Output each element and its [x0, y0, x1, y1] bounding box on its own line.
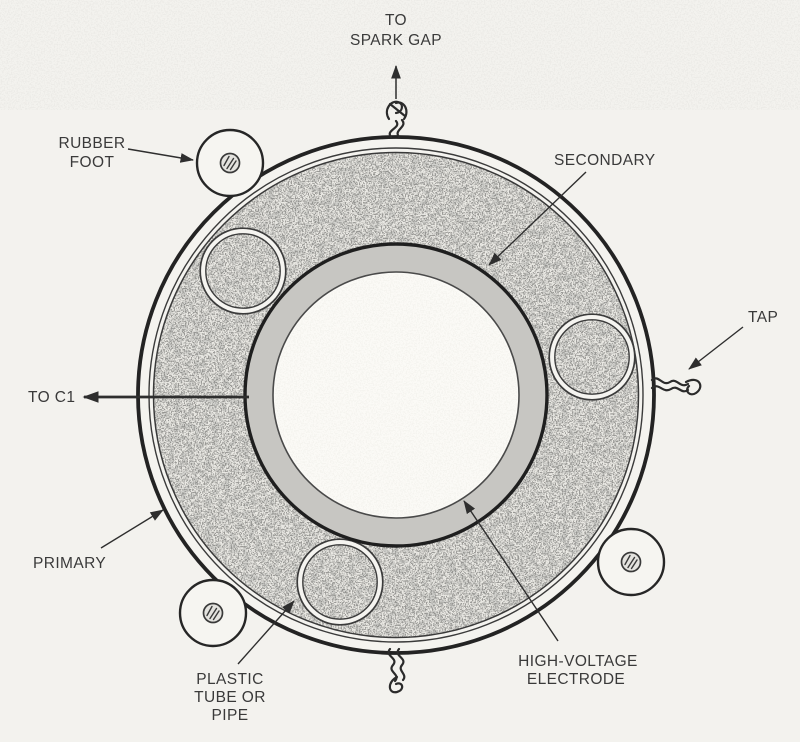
label-rubber-foot-line1: RUBBER [59, 135, 126, 152]
label-tap: TAP [748, 309, 778, 326]
inner-opening-grain [275, 274, 517, 516]
label-to-spark-gap-line2: SPARK GAP [350, 32, 442, 49]
plastic-tube-leader arrowhead-icon [237, 600, 295, 665]
label-hv-electrode-line1: HIGH-VOLTAGE [518, 653, 638, 670]
label-to-c1: TO C1 [28, 389, 75, 406]
label-to-spark-gap-line1: TO [385, 12, 407, 29]
rubber-foot-bottom-left [178, 578, 248, 648]
tap-wire twisted-wire-icon [650, 377, 702, 396]
paper-grain [0, 0, 800, 110]
base-plate-inner-edge [148, 147, 644, 643]
rubber-foot-top-left [195, 128, 265, 198]
label-hv-electrode-line2: ELECTRODE [527, 671, 625, 688]
label-rubber-foot-line2: FOOT [70, 154, 115, 171]
primary-outer-boundary [152, 151, 640, 639]
label-primary: PRIMARY [33, 555, 106, 572]
tap-leader arrowhead-icon [688, 326, 744, 370]
label-plastic-tube-line3: PIPE [212, 707, 249, 724]
primary-leader arrowhead-icon [100, 509, 164, 549]
bottom-lead-wire twisted-wire-icon [387, 647, 406, 694]
spark-gap-wire twisted-wire-icon [385, 100, 408, 139]
secondary-leader arrowhead-icon [488, 171, 587, 266]
rubber-foot-leader arrowhead-icon [127, 148, 194, 163]
hv-electrode-leader arrowhead-icon [463, 500, 559, 642]
rubber-foot-bottom-right [596, 527, 666, 597]
label-plastic-tube-line1: PLASTIC [196, 671, 263, 688]
label-secondary: SECONDARY [554, 152, 656, 169]
label-plastic-tube-line2: TUBE OR [194, 689, 266, 706]
